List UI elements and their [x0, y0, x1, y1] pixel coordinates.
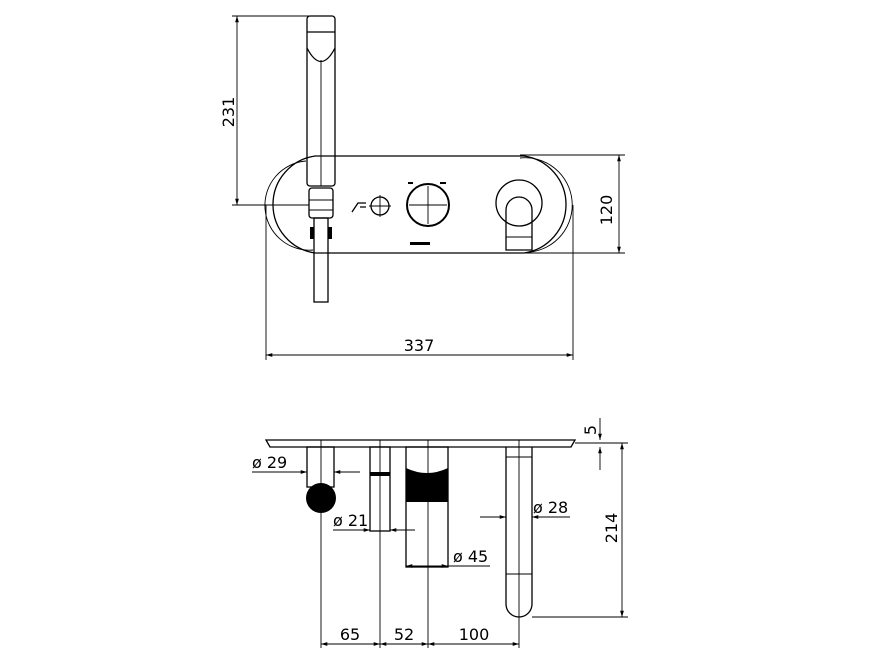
- holder-fitting: [308, 187, 334, 219]
- dim-120-label: 120: [597, 195, 616, 226]
- handshower-outlet: [306, 446, 335, 488]
- thermostat-knob: [406, 183, 450, 227]
- side-view: ø 29 ø 21 ø 45 ø 28 5 214 65 52 100: [252, 418, 628, 648]
- knob-knurled: [406, 468, 448, 502]
- dim-65-label: 65: [340, 625, 360, 644]
- knob-mark-right: [440, 182, 446, 184]
- spout: [505, 196, 533, 251]
- dim-d21-label: ø 21: [333, 511, 368, 530]
- hand-shower-head: [306, 31, 336, 63]
- brand-mark: [410, 242, 430, 245]
- plate-inner-left-arc: [264, 160, 314, 251]
- dim-5-label: 5: [581, 425, 600, 435]
- dim-231-label: 231: [219, 97, 238, 128]
- front-view: 231 120 337: [219, 15, 625, 360]
- holder-clip-right: [328, 227, 332, 239]
- plate-inner-right-arc: [519, 157, 573, 253]
- plate-side: [264, 439, 577, 448]
- knob-mark-left: [408, 182, 413, 184]
- knob-stem: [405, 446, 449, 568]
- plate-outline: [272, 155, 567, 254]
- shower-symbol-icon: [351, 202, 366, 213]
- dim-d29-label: ø 29: [252, 453, 287, 472]
- dim-52-label: 52: [394, 625, 414, 644]
- spout-rosette: [495, 179, 543, 227]
- dim-214-label: 214: [602, 513, 621, 544]
- hose: [313, 217, 329, 303]
- dim-d28-label: ø 28: [533, 498, 568, 517]
- dim-d45-label: ø 45: [453, 547, 488, 566]
- holder-clip-left: [310, 227, 314, 239]
- dim-100-label: 100: [459, 625, 490, 644]
- dim-337-label: 337: [404, 336, 435, 355]
